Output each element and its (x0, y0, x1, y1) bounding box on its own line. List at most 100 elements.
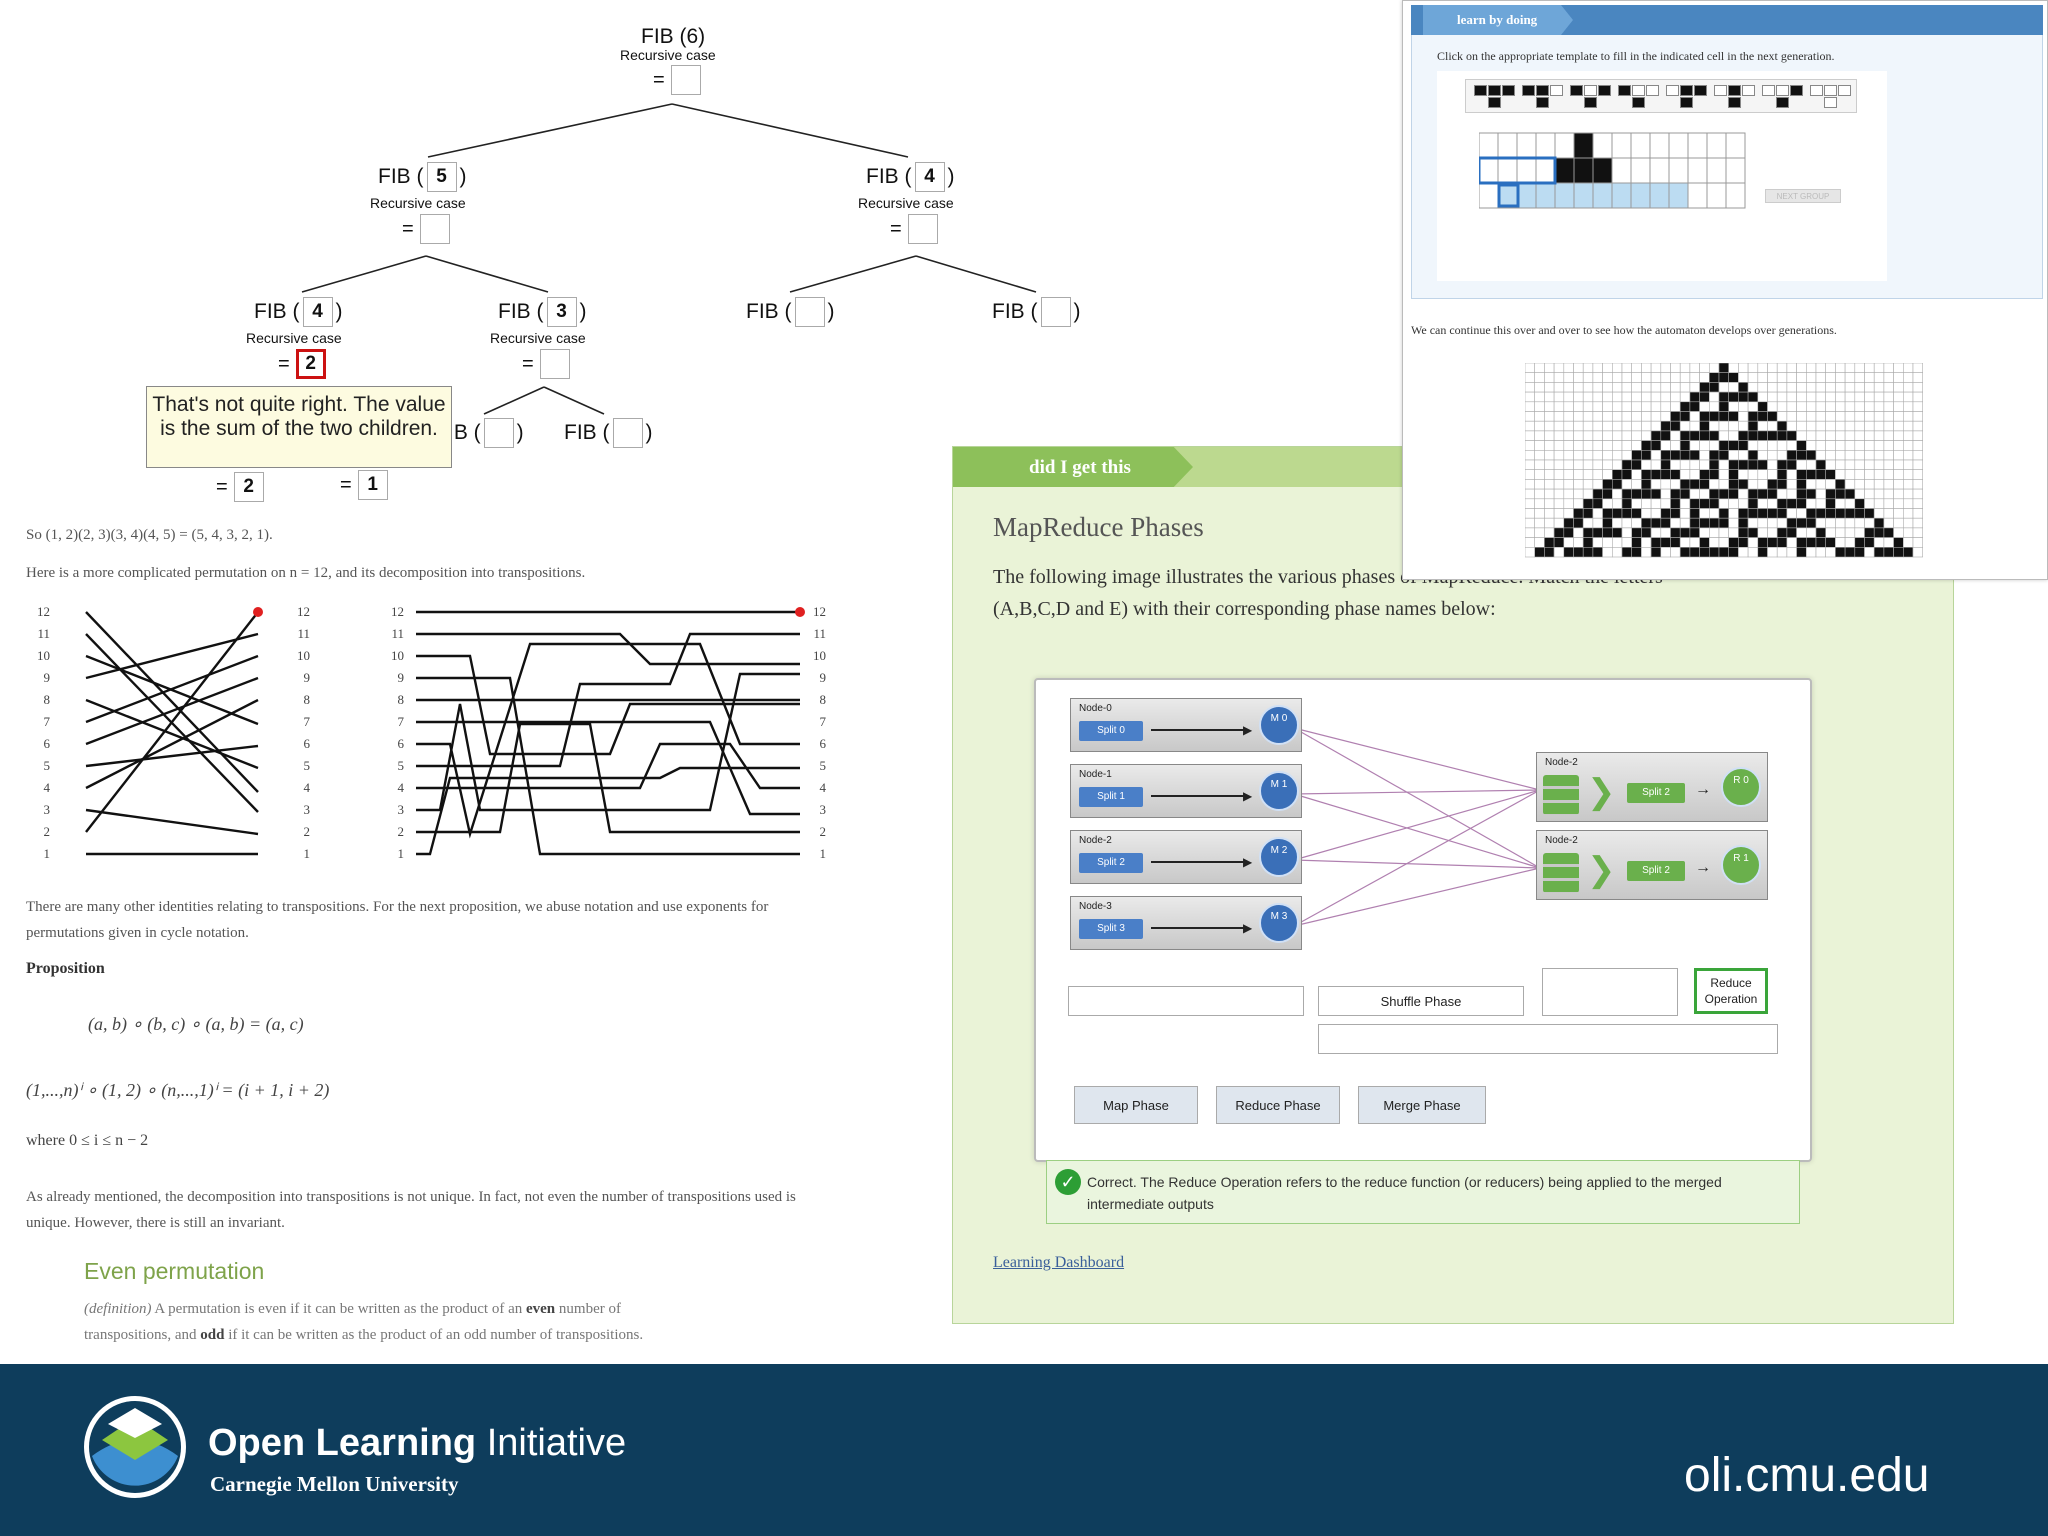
drop-slot-shuffle[interactable]: Shuffle Phase (1318, 986, 1524, 1016)
chevron-right-icon: ❯ (1587, 773, 1616, 811)
fib-empty-4-box[interactable] (612, 418, 643, 448)
map-phase-button[interactable]: Map Phase (1074, 1086, 1198, 1124)
perm-tick-label: 9 (43, 670, 51, 685)
drop-slot-e[interactable] (1318, 1024, 1778, 1054)
perm-tick-label: 6 (303, 736, 311, 751)
template-strip[interactable] (1465, 79, 1857, 113)
split-label: Split 1 (1079, 787, 1143, 807)
perm-tick-label: 1 (303, 846, 311, 861)
arrowhead-icon: ▶ (1243, 855, 1253, 869)
fib-5-answer-box[interactable] (419, 214, 450, 244)
perm-tick-label: 3 (43, 802, 51, 817)
fib-3-answer-box[interactable] (539, 349, 570, 379)
fib-4-left-arg-box[interactable]: 4 (302, 297, 333, 327)
drop-slot-c[interactable] (1542, 968, 1678, 1016)
fib-5-sub: Recursive case (370, 195, 466, 211)
shuffle-lines (1293, 727, 1541, 927)
perm-tick-label: 3 (397, 802, 405, 817)
arrowhead-icon: ▶ (1243, 921, 1253, 935)
fib-suffix: ) (827, 300, 835, 323)
perm-tick-label: 5 (303, 758, 311, 773)
fib-leaf-right-box[interactable]: 1 (357, 470, 388, 500)
mapreduce-title: MapReduce Phases (993, 512, 1204, 542)
fib-4-left-label: FIB ( 4 ) (254, 297, 343, 327)
fib-root-eq: = (653, 65, 701, 95)
rule-template[interactable] (1570, 85, 1612, 109)
footer-bar: Open Learning Initiative Carnegie Mellon… (0, 1364, 2048, 1536)
equals-sign: = (340, 473, 352, 496)
rule-template[interactable] (1618, 85, 1660, 109)
fib-prefix: FIB ( (378, 165, 424, 188)
fib-suffix: ) (579, 300, 587, 323)
rule-template[interactable] (1714, 85, 1756, 109)
perm-tick-label: 1 (43, 846, 51, 861)
highlight-dot (253, 607, 263, 617)
fib-3-arg-box[interactable]: 3 (546, 297, 577, 327)
reducer-output-circle: R 1 (1721, 845, 1761, 885)
arrow-right-icon (1151, 795, 1247, 797)
perm-tick-label: 2 (303, 824, 311, 839)
brand-light: Initiative (476, 1422, 627, 1464)
perm-tick-label: 10 (813, 648, 826, 663)
reducer-stack-icon (1543, 853, 1579, 893)
drop-slot-a[interactable] (1068, 986, 1304, 1016)
university-name: Carnegie Mellon University (210, 1472, 459, 1496)
fib-3-sub: Recursive case (490, 330, 586, 346)
perm-tick-label: 8 (43, 692, 51, 707)
fib-4-right-answer-box[interactable] (907, 214, 938, 244)
reducer-split: Split 2 (1627, 861, 1685, 881)
correct-feedback: ✓ Correct. The Reduce Operation refers t… (1046, 1160, 1800, 1224)
arrow-right-icon (1151, 861, 1247, 863)
equation-1: (a, b) ∘ (b, c) ∘ (a, b) = (a, c) (88, 1014, 304, 1034)
rule-template[interactable] (1474, 85, 1516, 109)
reducer-node-0: Node-2 ❯ Split 2 → R 0 (1536, 752, 1768, 822)
ribbon-label: did I get this (1029, 457, 1131, 478)
fib-empty-4: FIB ( ) (564, 418, 653, 448)
fib-empty-3-box[interactable] (483, 418, 514, 448)
fib-prefix: FIB ( (254, 300, 300, 323)
perm-tick-label: 9 (819, 670, 827, 685)
fib-suffix: ) (335, 300, 343, 323)
perm-tick-label: 11 (297, 626, 310, 641)
perm-tick-label: 8 (819, 692, 827, 707)
fib-4-left-answer-box-error[interactable]: 2 (295, 349, 326, 379)
perm-tick-label: 10 (37, 648, 50, 663)
next-group-button[interactable]: NEXT GROUP (1765, 189, 1841, 203)
chevron-right-icon: ❯ (1587, 851, 1616, 889)
rule-template[interactable] (1666, 85, 1708, 109)
fib-4-right-arg-box[interactable]: 4 (914, 162, 945, 192)
oli-logo-icon (84, 1396, 186, 1498)
learn-ribbon-label: learn by doing (1457, 12, 1538, 27)
definition-title: Even permutation (84, 1258, 265, 1284)
rule-template[interactable] (1810, 85, 1852, 109)
learn-ribbon: learn by doing (1423, 5, 1573, 35)
invariant-paragraph: As already mentioned, the decomposition … (26, 1189, 796, 1231)
fib-5-arg-box[interactable]: 5 (426, 162, 457, 192)
perm-tick-label: 10 (297, 648, 310, 663)
mapper-circle: M 1 (1259, 771, 1299, 811)
drop-slot-reduce-operation[interactable]: Reduce Operation (1694, 968, 1768, 1014)
fib-empty-1-box[interactable] (794, 297, 825, 327)
fib-4-left-eq: = 2 (278, 349, 326, 379)
perm-line-2: Here is a more complicated permutation o… (26, 565, 586, 581)
definition-odd: odd (200, 1327, 225, 1343)
fib-suffix: ) (947, 165, 955, 188)
fib-3-eq: = (522, 349, 570, 379)
fib-root-answer-box[interactable] (670, 65, 701, 95)
perm-tick-label: 6 (43, 736, 51, 751)
rule-template[interactable] (1762, 85, 1804, 109)
site-url[interactable]: oli.cmu.edu (1684, 1449, 1930, 1502)
mapper-circle: M 0 (1259, 705, 1299, 745)
fib-5-eq: = (402, 214, 450, 244)
reduce-phase-button[interactable]: Reduce Phase (1216, 1086, 1340, 1124)
fib-leaf-left-box[interactable]: 2 (233, 472, 264, 502)
equals-sign: = (216, 475, 228, 498)
merge-phase-button[interactable]: Merge Phase (1358, 1086, 1486, 1124)
fib-empty-2-box[interactable] (1040, 297, 1071, 327)
perm-tick-label: 12 (391, 604, 404, 619)
arrowhead-icon: ▶ (1243, 723, 1253, 737)
definition-text-c: transpositions, and (84, 1327, 201, 1343)
learning-dashboard-link[interactable]: Learning Dashboard (993, 1254, 1125, 1271)
rule-template[interactable] (1522, 85, 1564, 109)
